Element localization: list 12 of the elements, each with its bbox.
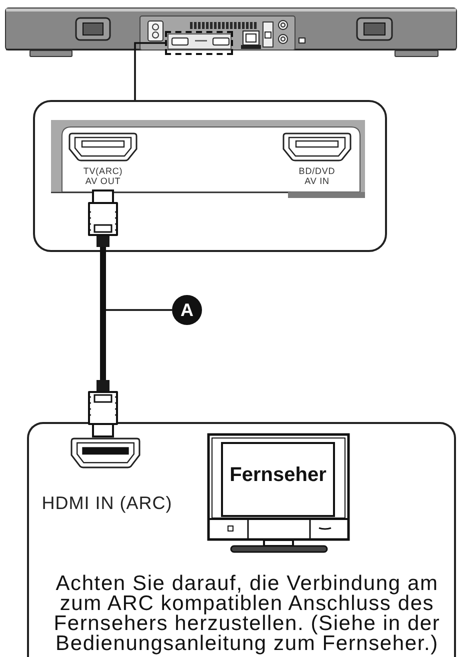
callout-letter: A bbox=[172, 295, 202, 325]
port-label: HDMI IN (ARC) bbox=[40, 493, 174, 513]
port-label: BD/DVD AV IN bbox=[298, 166, 336, 186]
port-label: TV(ARC) AV OUT bbox=[82, 166, 124, 186]
hdmi-cable bbox=[88, 190, 118, 438]
highlight-frame bbox=[165, 31, 233, 55]
instruction-note: Achten Sie darauf, die Verbindung am zum ARC kompatiblen Anschluss des Fernsehers herzustellen. (Siehe in der Bedienungsanleitung zum Fernseher.) bbox=[52, 574, 442, 654]
callout-line bbox=[134, 42, 165, 100]
screen-label: Fernseher bbox=[228, 463, 328, 488]
leader-line bbox=[106, 309, 172, 311]
tv-connection-box bbox=[27, 422, 456, 657]
detail-callout-box bbox=[33, 100, 387, 252]
